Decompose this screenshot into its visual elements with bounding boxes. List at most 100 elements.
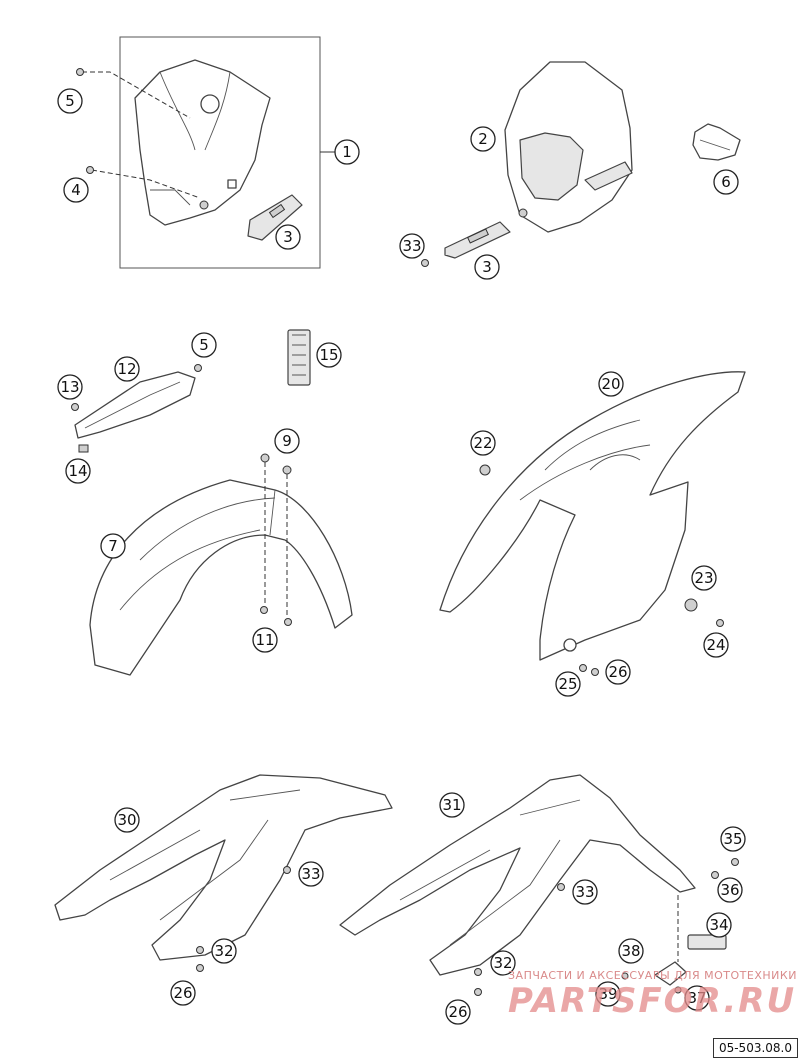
screw-39 (621, 972, 629, 980)
screw-13 (71, 403, 79, 411)
callout-32a: 32 (211, 938, 237, 964)
callout-36: 36 (717, 877, 743, 903)
svg-text:26: 26 (448, 1003, 467, 1021)
side-panel-30 (54, 774, 393, 961)
callout-26c: 26 (445, 999, 471, 1025)
callout-5b: 5 (191, 332, 217, 358)
callout-33a: 33 (399, 233, 425, 259)
screw-11b (284, 618, 292, 626)
svg-text:15: 15 (319, 346, 338, 364)
callout-34: 34 (706, 912, 732, 938)
callout-22: 22 (470, 430, 496, 456)
bracket-6 (692, 123, 741, 161)
callout-39: 39 (595, 981, 621, 1007)
front-fender-7 (89, 479, 353, 676)
svg-text:23: 23 (694, 569, 713, 587)
screw-33a (421, 259, 429, 267)
callout-3a: 3 (275, 224, 301, 250)
nut-14 (78, 444, 89, 453)
screw-11a (260, 606, 268, 614)
side-panel-31 (339, 774, 696, 976)
svg-text:25: 25 (558, 675, 577, 693)
svg-text:30: 30 (117, 811, 136, 829)
callout-26b: 26 (170, 980, 196, 1006)
headlight-mask-left (134, 59, 271, 226)
washer-36 (711, 871, 719, 879)
svg-text:5: 5 (199, 336, 209, 354)
svg-text:24: 24 (706, 636, 725, 654)
svg-text:26: 26 (608, 663, 627, 681)
screw-33b (283, 866, 291, 874)
svg-text:5: 5 (65, 92, 75, 110)
callout-11: 11 (252, 627, 278, 653)
bracket-38 (654, 961, 687, 986)
grommet-9a (260, 453, 270, 463)
callout-33b: 33 (298, 861, 324, 887)
svg-text:9: 9 (282, 432, 292, 450)
callout-32b: 32 (490, 950, 516, 976)
svg-text:14: 14 (68, 462, 87, 480)
svg-text:39: 39 (598, 985, 617, 1003)
callout-23: 23 (691, 565, 717, 591)
watermark-logo: PARTSFOR.RU (508, 981, 796, 1021)
callout-20: 20 (598, 371, 624, 397)
svg-text:26: 26 (173, 984, 192, 1002)
svg-text:35: 35 (723, 830, 742, 848)
rear-fender-20 (439, 371, 746, 661)
callout-7: 7 (100, 533, 126, 559)
callout-38: 38 (618, 938, 644, 964)
callout-33c: 33 (572, 879, 598, 905)
svg-text:6: 6 (721, 173, 731, 191)
callout-37: 37 (684, 985, 710, 1011)
svg-text:3: 3 (482, 258, 492, 276)
grommet-9b (282, 465, 292, 475)
svg-text:1: 1 (342, 143, 352, 161)
headlight-mask-right (504, 61, 633, 233)
svg-text:12: 12 (117, 360, 136, 378)
screw-24 (716, 619, 724, 627)
reflector-34 (687, 934, 727, 950)
svg-text:11: 11 (255, 631, 274, 649)
screw-5b (194, 364, 202, 372)
nut-37 (674, 986, 682, 994)
screw-33c (557, 883, 565, 891)
screw-26a (591, 668, 599, 676)
screw-5a (76, 68, 84, 76)
callout-24: 24 (703, 632, 729, 658)
reflector-15 (287, 329, 311, 386)
callout-30: 30 (114, 807, 140, 833)
number-plate-12 (74, 371, 196, 439)
callout-31: 31 (439, 792, 465, 818)
callout-15: 15 (316, 342, 342, 368)
callout-25: 25 (555, 671, 581, 697)
washer-32a (196, 946, 204, 954)
svg-text:31: 31 (442, 796, 461, 814)
svg-text:7: 7 (108, 537, 118, 555)
svg-text:36: 36 (720, 881, 739, 899)
callout-1: 1 (334, 139, 360, 165)
callout-9: 9 (274, 428, 300, 454)
svg-text:4: 4 (71, 181, 81, 199)
bushing-23 (684, 598, 698, 612)
svg-text:32: 32 (214, 942, 233, 960)
callout-3b: 3 (474, 254, 500, 280)
reflector-3a (247, 194, 303, 241)
nut-22 (479, 464, 491, 476)
svg-text:13: 13 (60, 378, 79, 396)
svg-text:3: 3 (283, 228, 293, 246)
svg-text:22: 22 (473, 434, 492, 452)
screw-4 (86, 166, 94, 174)
callout-12: 12 (114, 356, 140, 382)
callout-35: 35 (720, 826, 746, 852)
callout-2: 2 (470, 126, 496, 152)
washer-25 (579, 664, 587, 672)
screw-35 (731, 858, 739, 866)
screw-26c (474, 988, 482, 996)
callout-13: 13 (57, 374, 83, 400)
watermark-tagline: ЗАПЧАСТИ И АКСЕССУАРЫ ДЛЯ МОТОТЕХНИКИ (508, 969, 797, 982)
svg-text:33: 33 (575, 883, 594, 901)
diagram-code: 05-503.08.0 (712, 1038, 798, 1058)
callout-4: 4 (63, 177, 89, 203)
callout-26a: 26 (605, 659, 631, 685)
